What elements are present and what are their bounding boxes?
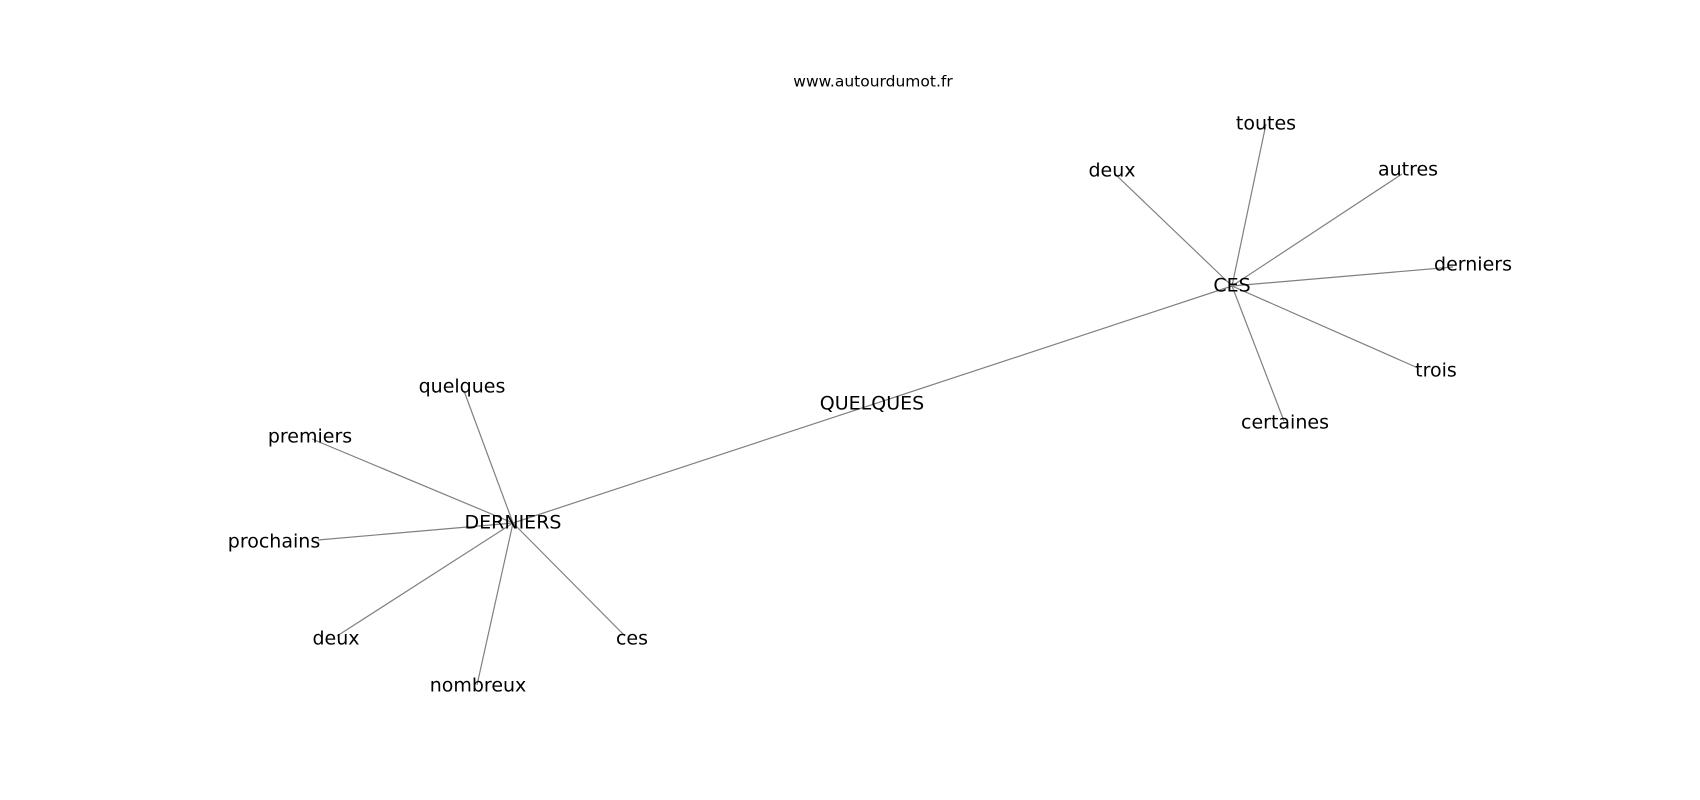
edge-derniers-deux xyxy=(336,522,514,637)
edge-ces-toutes xyxy=(1231,123,1267,287)
edge-derniers-nombreux xyxy=(476,522,514,686)
node-toutes: toutes xyxy=(1236,113,1296,135)
node-ces-lower: ces xyxy=(616,628,648,650)
node-derniers-hub: DERNIERS xyxy=(465,512,562,534)
node-quelques-center: QUELQUES xyxy=(820,393,924,415)
edge-ces-derniers xyxy=(1231,266,1454,287)
node-autres: autres xyxy=(1378,159,1438,181)
node-deux-upper: deux xyxy=(1088,160,1135,182)
node-labels: QUELQUES CES DERNIERS toutes deux autres… xyxy=(228,113,1512,697)
node-quelques-lower: quelques xyxy=(419,376,506,398)
node-deux-lower: deux xyxy=(312,628,359,650)
edge-ces-trois xyxy=(1231,285,1419,369)
edge-derniers-ces-lower xyxy=(512,522,626,637)
node-nombreux: nombreux xyxy=(430,675,527,697)
edge-ces-certaines xyxy=(1231,285,1285,422)
edge-ces-deux xyxy=(1114,173,1233,287)
node-derniers-lower: derniers xyxy=(1434,254,1512,276)
edges xyxy=(311,123,1454,686)
edge-derniers-prochains xyxy=(317,522,514,541)
node-ces-hub: CES xyxy=(1213,275,1250,297)
node-trois: trois xyxy=(1415,360,1457,382)
node-prochains: prochains xyxy=(228,531,320,553)
site-watermark: www.autourdumot.fr xyxy=(793,73,953,91)
node-premiers: premiers xyxy=(268,426,352,448)
node-certaines: certaines xyxy=(1241,412,1329,434)
edge-derniers-premiers xyxy=(311,438,514,524)
edge-derniers-ces xyxy=(512,285,1233,524)
edge-derniers-quelques xyxy=(463,390,514,524)
edge-ces-autres xyxy=(1231,173,1403,287)
